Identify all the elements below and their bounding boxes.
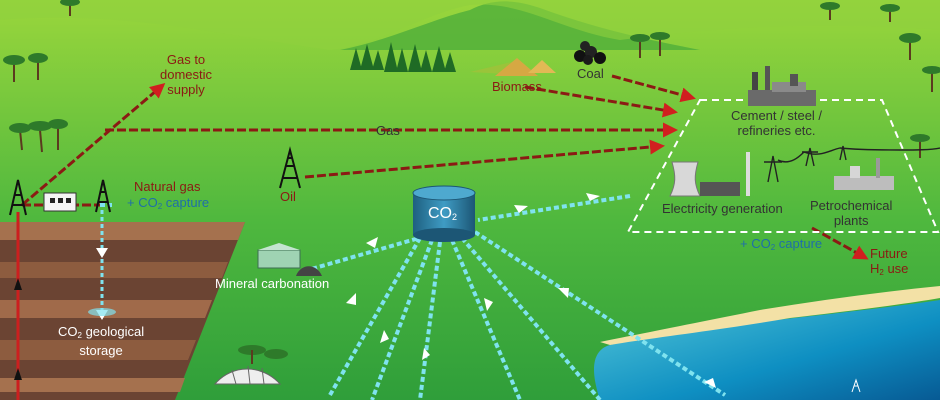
- sky-band: [0, 0, 940, 50]
- label-co2-tank: CO2: [428, 205, 458, 223]
- label-future-h2: Future H2 use: [870, 246, 909, 277]
- capture-plant-icon: [43, 192, 77, 212]
- palm-trees: [3, 0, 940, 158]
- sea: [594, 300, 940, 400]
- label-biomass: Biomass: [492, 79, 542, 94]
- flow-gas-domestic: [21, 83, 166, 207]
- greenhouse-icon: [213, 345, 288, 385]
- label-oil: Oil: [280, 189, 296, 204]
- cooling-tower-icon: [669, 152, 750, 197]
- flow-h2: [811, 226, 869, 260]
- mineral-plant-icon: [257, 243, 322, 276]
- pipe-tank-mineral: [307, 230, 441, 272]
- co2-plume: [88, 308, 116, 316]
- factory-icon: [748, 66, 816, 106]
- label-coal: Coal: [577, 66, 604, 81]
- label-petrochemical: Petrochemical plants: [810, 198, 893, 228]
- beach: [600, 286, 940, 345]
- label-co2-capture-left: + CO2 capture: [127, 195, 210, 211]
- pipe-tank-sea: [473, 230, 727, 397]
- label-gas-to-domestic: Gas to domestic supply: [160, 52, 213, 97]
- industry-zone: [626, 99, 940, 233]
- label-co2-capture-right: + CO2 capture: [740, 236, 823, 252]
- label-gas: Gas: [376, 123, 400, 138]
- label-electricity-generation: Electricity generation: [662, 201, 783, 216]
- co2-tank-icon: [412, 185, 476, 242]
- power-pylon-icon: [764, 145, 940, 183]
- oil-derrick-icon: [279, 146, 301, 189]
- coal-pile-icon: [574, 41, 606, 65]
- pipe-tank-sw: [328, 237, 422, 396]
- offshore-platform-icon: [851, 378, 861, 393]
- petrochemical-plant-icon: [834, 158, 894, 190]
- label-cement-steel: Cement / steel / refineries etc.: [731, 108, 823, 138]
- gas-well-icon: [9, 179, 111, 216]
- flow-coal-industry: [611, 74, 696, 103]
- biomass-piles-icon: [495, 58, 556, 76]
- label-co2-geological-storage: CO2 geological storage: [58, 324, 145, 358]
- label-natural-gas: Natural gas: [134, 179, 201, 194]
- flow-biomass-industry: [524, 85, 678, 118]
- label-mineral-carbonation: Mineral carbonation: [215, 276, 330, 291]
- pipe-industry-tank: [477, 194, 631, 222]
